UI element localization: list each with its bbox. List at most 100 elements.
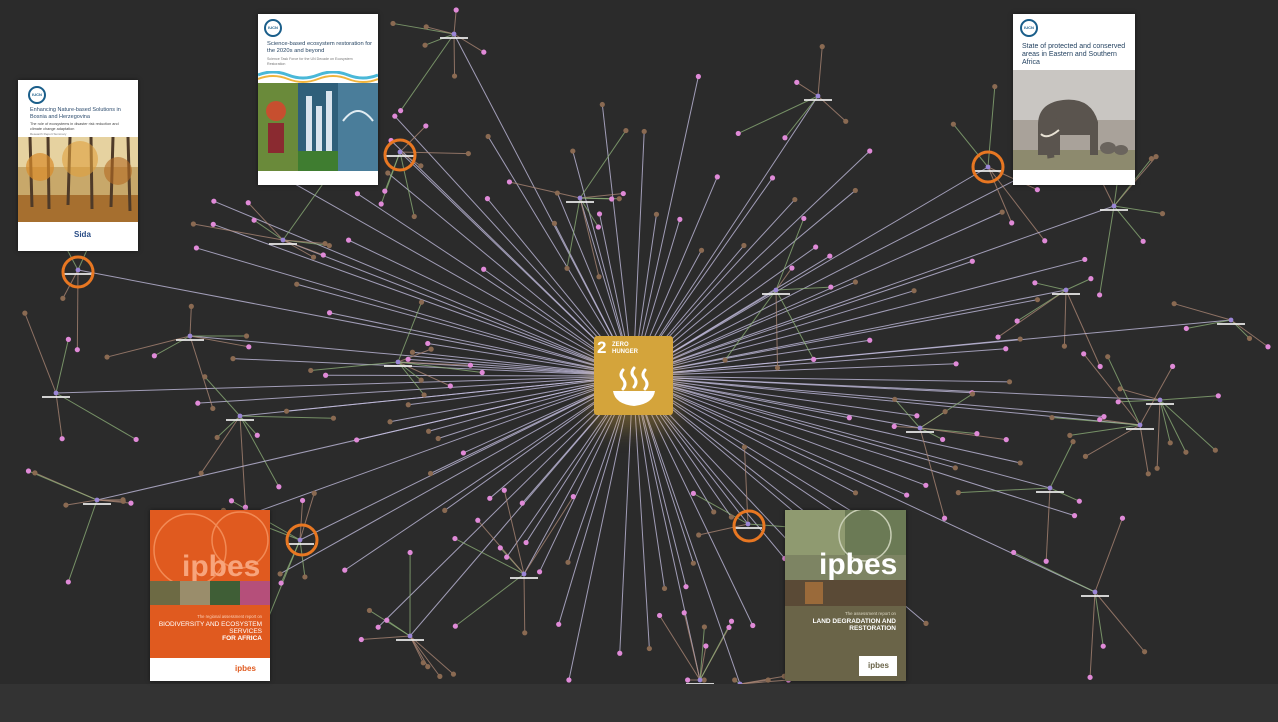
- graph-node[interactable]: [683, 584, 689, 590]
- graph-node[interactable]: [481, 49, 487, 55]
- graph-hub-node[interactable]: [745, 521, 751, 527]
- graph-node[interactable]: [1148, 156, 1155, 162]
- graph-node[interactable]: [711, 509, 717, 515]
- graph-node[interactable]: [728, 618, 735, 624]
- graph-hub-node[interactable]: [94, 497, 100, 503]
- graph-node[interactable]: [1141, 649, 1148, 655]
- graph-node[interactable]: [1067, 432, 1073, 438]
- graph-node[interactable]: [423, 24, 429, 30]
- graph-node[interactable]: [923, 482, 929, 488]
- graph-node[interactable]: [435, 435, 441, 442]
- graph-node[interactable]: [506, 179, 513, 185]
- graph-node[interactable]: [681, 610, 687, 616]
- graph-node[interactable]: [1159, 211, 1166, 217]
- graph-node[interactable]: [422, 42, 428, 48]
- graph-node[interactable]: [1034, 187, 1040, 193]
- graph-node[interactable]: [735, 130, 741, 137]
- graph-node[interactable]: [523, 539, 529, 546]
- graph-node[interactable]: [811, 356, 817, 362]
- graph-node[interactable]: [609, 196, 615, 202]
- graph-node[interactable]: [1097, 416, 1103, 423]
- graph-node[interactable]: [904, 492, 910, 498]
- graph-node[interactable]: [1183, 449, 1189, 455]
- graph-node[interactable]: [425, 664, 431, 670]
- graph-node[interactable]: [501, 487, 507, 493]
- graph-node[interactable]: [992, 83, 998, 90]
- graph-node[interactable]: [1101, 414, 1107, 420]
- graph-hub-node[interactable]: [1047, 485, 1053, 491]
- graph-node[interactable]: [411, 213, 417, 220]
- graph-node[interactable]: [923, 620, 929, 626]
- graph-node[interactable]: [940, 436, 946, 443]
- graph-node[interactable]: [1097, 292, 1103, 298]
- graph-node[interactable]: [1097, 363, 1103, 370]
- graph-node[interactable]: [950, 121, 956, 127]
- graph-hub-node[interactable]: [697, 677, 703, 683]
- graph-node[interactable]: [63, 502, 69, 508]
- graph-node[interactable]: [1006, 379, 1013, 385]
- graph-node[interactable]: [1043, 558, 1049, 564]
- graph-node[interactable]: [969, 391, 976, 397]
- graph-node[interactable]: [120, 497, 126, 503]
- graph-node[interactable]: [867, 337, 873, 343]
- graph-node[interactable]: [774, 365, 781, 371]
- graph-node[interactable]: [484, 196, 491, 202]
- graph-node[interactable]: [479, 369, 485, 376]
- graph-node[interactable]: [1215, 393, 1221, 399]
- graph-node[interactable]: [426, 428, 432, 434]
- graph-node[interactable]: [195, 400, 201, 406]
- graph-node[interactable]: [696, 532, 702, 538]
- graph-node[interactable]: [1115, 399, 1121, 405]
- graph-node[interactable]: [703, 643, 709, 649]
- graph-node[interactable]: [65, 336, 71, 342]
- report-cover-bosnia[interactable]: IUCN Enhancing Nature-based Solutions in…: [18, 80, 138, 251]
- graph-node[interactable]: [418, 163, 424, 169]
- graph-node[interactable]: [398, 108, 404, 114]
- graph-node[interactable]: [460, 450, 466, 456]
- graph-node[interactable]: [497, 545, 503, 551]
- report-cover-ipbes-africa[interactable]: ipbes The regional assessment report on …: [150, 510, 270, 681]
- graph-node[interactable]: [384, 617, 390, 623]
- graph-node[interactable]: [407, 549, 413, 556]
- graph-hub-node[interactable]: [75, 267, 81, 273]
- graph-node[interactable]: [566, 677, 572, 683]
- graph-node[interactable]: [354, 437, 360, 443]
- graph-node[interactable]: [405, 402, 411, 408]
- graph-node[interactable]: [246, 344, 252, 350]
- graph-node[interactable]: [504, 554, 510, 560]
- graph-node[interactable]: [1170, 363, 1176, 370]
- graph-node[interactable]: [254, 432, 260, 438]
- graph-node[interactable]: [345, 237, 352, 243]
- graph-node[interactable]: [519, 500, 525, 506]
- graph-node[interactable]: [322, 240, 328, 247]
- graph-node[interactable]: [32, 470, 38, 476]
- graph-hub-node[interactable]: [53, 390, 59, 396]
- graph-node[interactable]: [104, 354, 110, 360]
- graph-node[interactable]: [320, 252, 326, 258]
- graph-node[interactable]: [942, 409, 948, 415]
- graph-node[interactable]: [409, 349, 416, 355]
- graph-node[interactable]: [732, 677, 738, 683]
- graph-node[interactable]: [375, 624, 381, 630]
- graph-node[interactable]: [1105, 354, 1111, 360]
- graph-node[interactable]: [428, 346, 434, 352]
- graph-node[interactable]: [326, 310, 333, 316]
- graph-node[interactable]: [442, 507, 448, 514]
- highlight-ring[interactable]: [285, 523, 319, 557]
- graph-node[interactable]: [342, 567, 348, 573]
- graph-node[interactable]: [599, 101, 605, 108]
- graph-hub-node[interactable]: [1111, 203, 1117, 209]
- graph-node[interactable]: [819, 44, 825, 50]
- highlight-ring[interactable]: [971, 150, 1005, 184]
- graph-node[interactable]: [60, 295, 66, 301]
- graph-node[interactable]: [695, 73, 701, 80]
- graph-node[interactable]: [955, 490, 961, 496]
- graph-node[interactable]: [554, 190, 560, 196]
- graph-node[interactable]: [188, 303, 194, 309]
- graph-node[interactable]: [366, 607, 373, 614]
- graph-node[interactable]: [128, 500, 134, 506]
- graph-node[interactable]: [193, 245, 200, 251]
- graph-node[interactable]: [299, 497, 306, 504]
- graph-node[interactable]: [151, 353, 157, 359]
- graph-node[interactable]: [1017, 336, 1023, 342]
